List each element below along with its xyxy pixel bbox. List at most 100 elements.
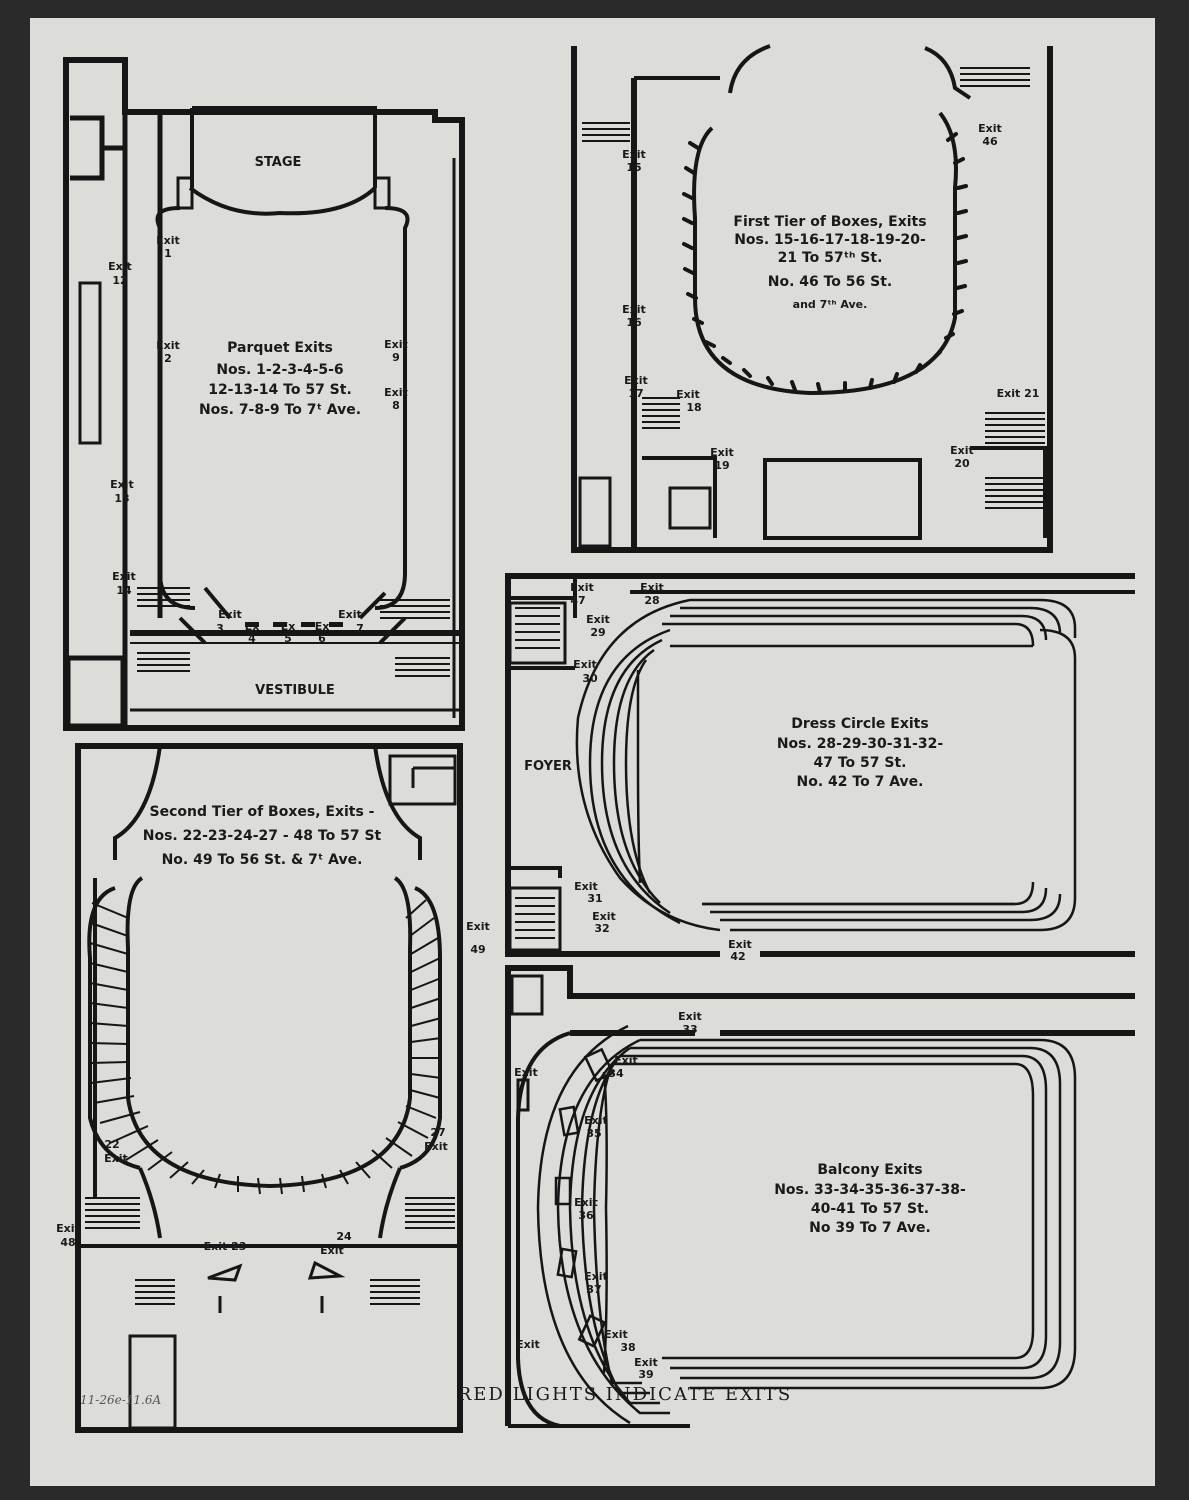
foyer-label: FOYER (524, 759, 572, 774)
svg-text:12-13-14 To 57 St.: 12-13-14 To 57 St. (208, 382, 352, 398)
svg-text:Exit: Exit (110, 478, 134, 491)
svg-text:Exit: Exit (424, 1140, 448, 1153)
svg-text:4: 4 (248, 632, 256, 645)
svg-text:Dress Circle Exits: Dress Circle Exits (791, 716, 928, 732)
svg-text:48: 48 (60, 1236, 75, 1249)
svg-text:Exit: Exit (384, 338, 408, 351)
svg-text:31: 31 (587, 892, 602, 905)
parquet-plan: STAGE VESTIBULE Parquet Exits Nos. 1-2-3… (63, 57, 465, 731)
svg-text:Ex: Ex (245, 620, 260, 633)
svg-text:Exit: Exit (710, 446, 734, 459)
svg-text:Exit: Exit (156, 234, 180, 247)
balcony-tiers (536, 1024, 1077, 1425)
svg-text:Exit: Exit (634, 1356, 658, 1369)
svg-text:38: 38 (620, 1341, 635, 1354)
first-tier-plan: First Tier of Boxes, Exits Nos. 15-16-17… (571, 44, 1053, 553)
svg-text:Exit: Exit (320, 1244, 344, 1257)
svg-text:16: 16 (626, 316, 642, 329)
svg-text:Exit: Exit (516, 1338, 540, 1351)
svg-text:Ex: Ex (315, 620, 330, 633)
second-tier-plan: Second Tier of Boxes, Exits - Nos. 22-23… (56, 743, 490, 1433)
svg-text:22: 22 (104, 1138, 119, 1151)
svg-text:7: 7 (356, 622, 364, 635)
stage-label: STAGE (255, 155, 302, 170)
svg-text:No 39 To 7 Ave.: No 39 To 7 Ave. (809, 1220, 931, 1236)
svg-text:Nos. 28-29-30-31-32-: Nos. 28-29-30-31-32- (777, 736, 944, 752)
svg-text:21 To 57ᵗʰ St.: 21 To 57ᵗʰ St. (778, 250, 883, 266)
svg-text:Exit: Exit (624, 374, 648, 387)
svg-text:No. 49 To 56 St. & 7ᵗ Ave.: No. 49 To 56 St. & 7ᵗ Ave. (162, 852, 363, 868)
svg-text:Exit: Exit (574, 1196, 598, 1209)
svg-text:Parquet Exits: Parquet Exits (227, 340, 333, 356)
svg-text:Exit: Exit (950, 444, 974, 457)
svg-text:Exit: Exit (573, 658, 597, 671)
svg-text:14: 14 (116, 584, 132, 597)
svg-text:First Tier of Boxes, Exits: First Tier of Boxes, Exits (733, 214, 926, 230)
handwritten-note: 11-26e-11.6A (80, 1393, 161, 1407)
svg-text:9: 9 (392, 351, 400, 364)
svg-text:Exit: Exit (56, 1222, 80, 1235)
svg-text:37: 37 (586, 1283, 601, 1296)
svg-text:5: 5 (284, 632, 292, 645)
svg-text:Exit 21: Exit 21 (997, 387, 1040, 400)
svg-text:No. 42 To 7 Ave.: No. 42 To 7 Ave. (797, 774, 924, 790)
svg-text:Exit: Exit (156, 339, 180, 352)
svg-text:Exit: Exit (640, 581, 664, 594)
svg-text:Exit: Exit (728, 938, 752, 951)
parquet-caption: Parquet Exits Nos. 1-2-3-4-5-6 12-13-14 … (199, 340, 361, 418)
svg-text:8: 8 (392, 399, 400, 412)
svg-text:24: 24 (336, 1230, 352, 1243)
second-tier-caption: Second Tier of Boxes, Exits - Nos. 22-23… (143, 804, 382, 868)
svg-text:Exit: Exit (104, 1152, 128, 1165)
svg-text:47: 47 (570, 594, 585, 607)
svg-text:2: 2 (164, 352, 172, 365)
svg-text:No. 46 To 56 St.: No. 46 To 56 St. (768, 274, 893, 290)
dress-circle-caption: Dress Circle Exits Nos. 28-29-30-31-32- … (777, 716, 944, 790)
svg-text:Balcony Exits: Balcony Exits (817, 1162, 922, 1178)
svg-text:Exit: Exit (614, 1054, 638, 1067)
svg-text:35: 35 (586, 1127, 601, 1140)
svg-text:19: 19 (714, 459, 729, 472)
svg-text:Exit: Exit (574, 880, 598, 893)
svg-text:34: 34 (608, 1067, 624, 1080)
svg-text:Exit: Exit (584, 1270, 608, 1283)
footer-red-lights: RED LIGHTS INDICATE EXITS (458, 1384, 793, 1405)
svg-text:Exit: Exit (338, 608, 362, 621)
svg-text:36: 36 (578, 1209, 594, 1222)
svg-text:13: 13 (114, 492, 129, 505)
svg-text:30: 30 (582, 672, 598, 685)
svg-text:Exit: Exit (584, 1114, 608, 1127)
svg-text:6: 6 (318, 632, 326, 645)
svg-text:Exit: Exit (604, 1328, 628, 1341)
svg-text:32: 32 (594, 922, 609, 935)
svg-text:Exit: Exit (108, 260, 132, 273)
svg-text:Exit: Exit (384, 386, 408, 399)
dress-circle-tiers (575, 598, 1077, 932)
svg-text:17: 17 (628, 387, 643, 400)
svg-text:29: 29 (590, 626, 605, 639)
svg-text:18: 18 (686, 401, 701, 414)
svg-text:Ex: Ex (281, 620, 296, 633)
svg-text:Nos. 7-8-9 To 7ᵗ Ave.: Nos. 7-8-9 To 7ᵗ Ave. (199, 402, 361, 418)
svg-text:Exit: Exit (592, 910, 616, 923)
svg-text:Exit: Exit (112, 570, 136, 583)
svg-text:42: 42 (730, 950, 745, 963)
svg-text:Exit: Exit (978, 122, 1002, 135)
balcony-plan: Balcony Exits Nos. 33-34-35-36-37-38- 40… (505, 965, 1135, 1428)
svg-text:Exit: Exit (514, 1066, 538, 1079)
first-tier-caption: First Tier of Boxes, Exits Nos. 15-16-17… (733, 214, 926, 311)
svg-text:Exit: Exit (622, 148, 646, 161)
svg-text:20: 20 (954, 457, 970, 470)
svg-text:40-41 To 57 St.: 40-41 To 57 St. (811, 1201, 929, 1217)
vestibule-label: VESTIBULE (255, 683, 335, 698)
svg-text:Exit: Exit (678, 1010, 702, 1023)
svg-text:Exit: Exit (570, 581, 594, 594)
svg-text:Exit 23: Exit 23 (204, 1240, 247, 1253)
svg-text:3: 3 (216, 622, 224, 635)
svg-text:12: 12 (112, 274, 127, 287)
svg-text:Nos. 1-2-3-4-5-6: Nos. 1-2-3-4-5-6 (216, 362, 343, 378)
